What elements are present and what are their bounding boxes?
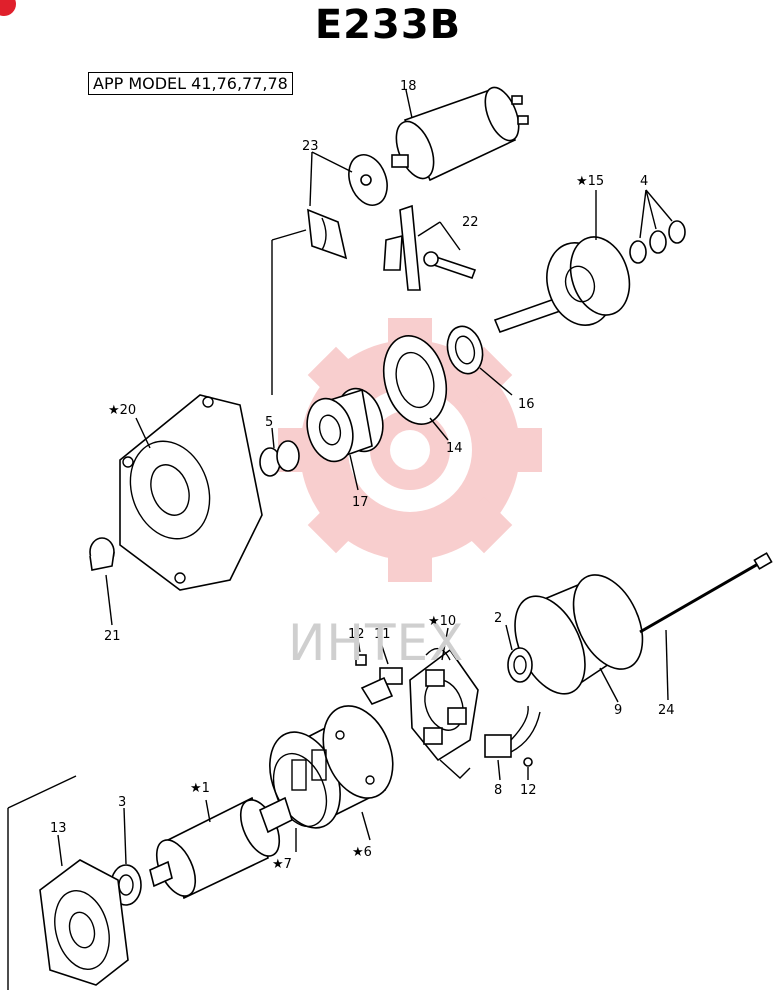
part-18-solenoid [391,86,529,182]
part-13-rear-cover [39,834,129,986]
corner-mark [0,0,16,16]
callout-21: 21 [104,629,121,644]
callout-12-upper: 12 [348,627,365,642]
part-12-screw-lower [523,757,533,780]
watermark-text: ИНТЕХ [288,614,465,672]
part-2-bearing [505,624,533,683]
part-16-bearing [446,325,513,396]
diagram-title: E233B [314,2,462,48]
part-23 [307,151,388,260]
part-1-armature [149,796,293,900]
callout-10: ★10 [428,614,456,629]
callout-15: ★15 [576,174,604,189]
part-10-brush-holder [409,627,479,779]
part-22-lever [383,204,477,291]
part-11-brush [360,639,403,705]
callout-5: 5 [265,415,273,430]
part-9-yoke [514,574,644,703]
part-14-plate [382,335,449,441]
callout-6: ★6 [352,845,372,860]
part-8-brush [484,705,541,781]
callout-11: 11 [374,627,391,642]
part-5-ring [259,427,300,477]
part-15-shaft [493,190,631,334]
callout-8: 8 [494,783,502,798]
part-7-coil [272,752,328,852]
callout-13: 13 [50,821,67,836]
callout-17: 17 [352,495,369,510]
callout-7: ★7 [272,857,292,872]
callout-23: 23 [302,139,319,154]
callout-16: 16 [518,397,535,412]
callout-1: ★1 [190,781,210,796]
callout-9: 9 [614,703,622,718]
callout-24: 24 [658,703,675,718]
callout-22: 22 [462,215,479,230]
app-model-box: APP MODEL 41,76,77,78 [88,72,293,95]
part-21-bush [89,537,115,626]
part-17-pinion [306,387,384,491]
part-4-washers [629,189,686,264]
callout-12-lower: 12 [520,783,537,798]
callout-18: 18 [400,79,417,94]
callout-labels: 18 23 22 ★15 4 16 14 5 ★20 17 21 12 11 ★… [50,79,675,872]
callout-3: 3 [118,795,126,810]
callout-2: 2 [494,611,502,626]
leader-frame-lines [7,775,77,990]
part-24-bolt [639,552,773,701]
part-20-housing [119,229,307,591]
part-12-screw-upper [355,639,367,666]
callout-20: ★20 [108,403,136,418]
callout-14: 14 [446,441,463,456]
callout-4: 4 [640,174,648,189]
